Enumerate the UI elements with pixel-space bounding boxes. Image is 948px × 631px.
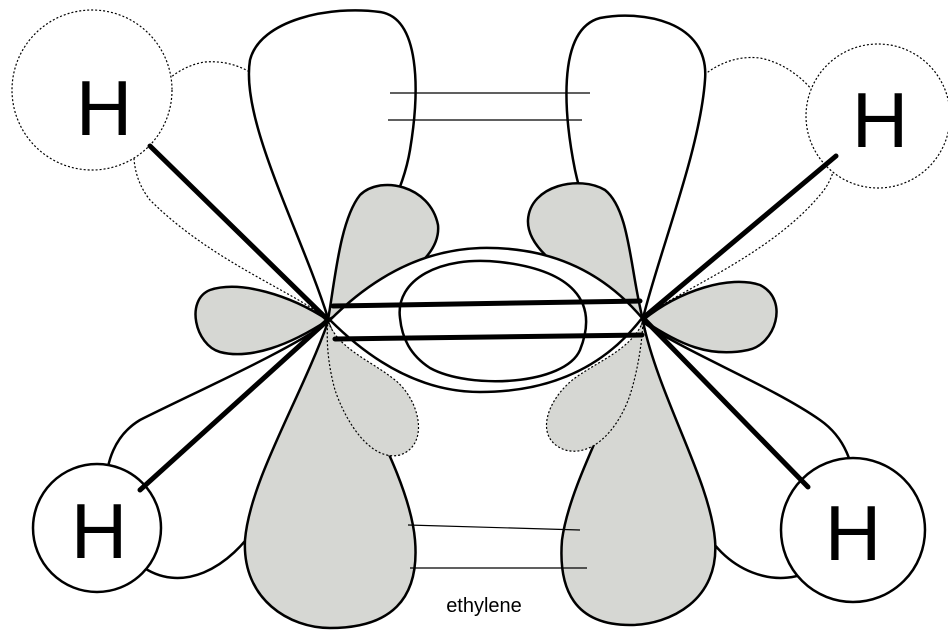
hydrogen-top-left-label: H [76,64,132,152]
diagram-caption: ethylene [446,595,522,617]
gray-lobe-side-left [194,285,331,356]
hydrogen-top-right-atom [805,43,948,189]
hydrogen-bottom-right-label: H [825,489,881,577]
sigma-bond-inner-lobe [398,259,588,383]
p-lobe-bottom-right-back [546,321,644,452]
p-lobe-bottom-right [560,321,717,627]
gray-lobe-side-right [640,280,778,354]
back-hydrogens: H H [11,9,948,189]
hydrogen-bottom-left-atom [31,462,163,594]
c-c-double-bond-line-2 [332,332,645,342]
bonds [137,143,839,493]
c-h-bond-bottom-left [137,317,331,493]
hydrogen-bottom-right-atom [779,456,927,604]
c-c-double-bond-line-1 [330,298,643,309]
pi-bond-lines [388,92,590,569]
gray-side-lobes [194,280,778,356]
front-hydrogens: H H [31,456,927,604]
c-h-bond-top-right [640,153,839,321]
pi-line-bottom-1 [407,524,581,531]
hydrogen-top-right-label: H [852,76,908,164]
c-h-bond-bottom-right [640,315,811,490]
hydrogen-top-left-atom [11,9,173,171]
p-lobe-bottom-left [243,318,417,630]
p-orbital-bottom-lobes [243,318,717,630]
c-h-bond-top-left [147,143,331,323]
p-lobe-bottom-left-back [326,319,420,457]
hydrogen-bottom-left-label: H [71,487,127,575]
gray-small-lobes-top [326,182,646,323]
